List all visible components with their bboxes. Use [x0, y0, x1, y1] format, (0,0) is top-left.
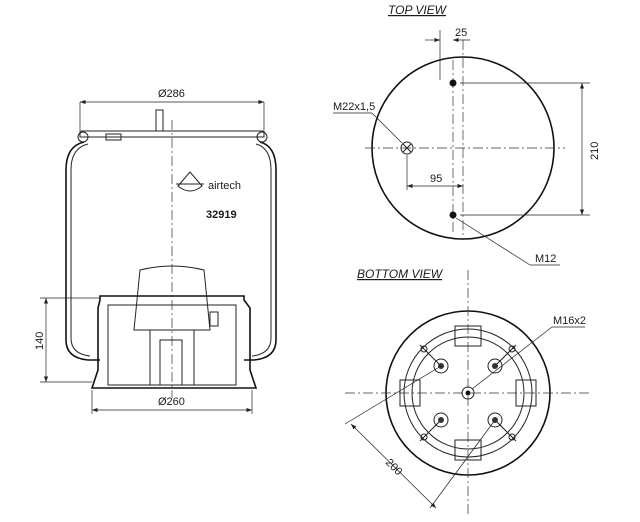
air-port: M22x1,5: [333, 101, 414, 155]
bottom-view-title: BOTTOM VIEW: [357, 267, 444, 281]
dim-hole-spacing: 210: [460, 82, 601, 216]
brand-text: airtech: [208, 180, 241, 192]
logo: airtech: [176, 171, 241, 192]
bellow-left: [65, 141, 100, 361]
stud-hole: [449, 79, 457, 87]
svg-text:25: 25: [455, 27, 467, 39]
dim-offset: 25: [425, 27, 470, 80]
svg-text:M22x1,5: M22x1,5: [333, 101, 375, 113]
dim-diameter-bottom: Ø260: [91, 390, 253, 414]
bolt-callout: M16x2: [471, 315, 586, 390]
dim-diameter-top: Ø286: [79, 88, 265, 130]
stud-hole: [449, 211, 457, 219]
top-view: TOP VIEW M22x1,5 25 210 95: [333, 3, 601, 266]
svg-text:Ø286: Ø286: [158, 88, 185, 100]
part-number: 32919: [206, 209, 237, 221]
svg-text:Ø260: Ø260: [158, 396, 185, 408]
dim-height: 140: [34, 297, 100, 383]
svg-text:M12: M12: [535, 253, 556, 265]
stud: [155, 109, 164, 132]
ribs: [399, 325, 537, 461]
stud-callout: M12: [455, 217, 560, 266]
bellow-right: [244, 141, 277, 361]
top-view-title: TOP VIEW: [388, 3, 448, 17]
top-plate: [77, 109, 268, 143]
dim-port-offset: 95: [406, 155, 463, 190]
side-view: airtech 32919 Ø286 Ø260 140: [34, 88, 277, 414]
svg-text:95: 95: [430, 173, 442, 185]
svg-text:210: 210: [589, 142, 601, 160]
svg-text:M16x2: M16x2: [553, 315, 586, 327]
svg-text:200: 200: [383, 457, 404, 478]
piston: [90, 265, 258, 389]
svg-text:140: 140: [34, 332, 46, 350]
bottom-view: BOTTOM VIEW M16x2: [344, 267, 592, 515]
